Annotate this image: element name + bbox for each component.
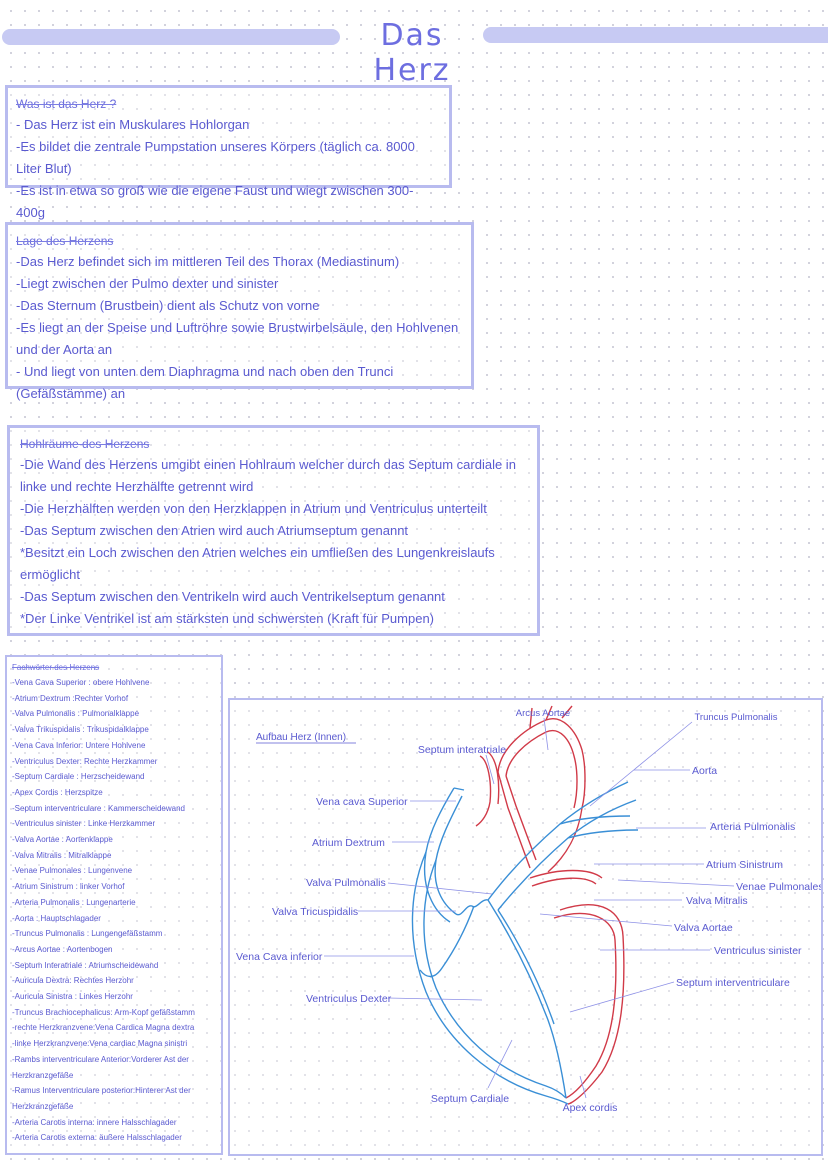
term-line: -Atrium Dextrum :Rechter Vorhof xyxy=(12,693,129,703)
text-line: *Der Linke Ventrikel ist am stärksten un… xyxy=(20,611,435,626)
term-line: -Rambs interventriculare Anterior:Vorder… xyxy=(12,1054,189,1080)
section-heading: Hohlräume des Herzens xyxy=(20,437,150,451)
label-septum-interventriculare: Septum interventriculare xyxy=(676,977,790,989)
section-was-ist-das-herz: Was ist das Herz ? - Das Herz ist ein Mu… xyxy=(5,85,452,220)
term-line: -Valva Mitralis : Mitralklappe xyxy=(12,850,112,860)
text-line: -Die Wand des Herzens umgibt einen Hohlr… xyxy=(20,457,516,494)
section-lage-des-herzens: Lage des Herzens -Das Herz befindet sich… xyxy=(5,222,474,401)
heart-diagram: Aufbau Herz (Innen) xyxy=(236,705,821,1114)
label-valva-aortae: Valva Aortae xyxy=(674,922,733,934)
label-arcus-aortae: Arcus Aortae xyxy=(516,708,570,719)
term-line: -Atrium Sinistrum : linker Vorhof xyxy=(12,882,125,892)
label-valva-pulmonalis: Valva Pulmonalis xyxy=(306,877,386,889)
title-bar-left xyxy=(2,29,340,45)
term-line: -Septum interventriculare : Kammerscheid… xyxy=(12,803,185,813)
page-title: Das Herz xyxy=(373,18,451,88)
text-line: -Es bildet die zentrale Pumpstation unse… xyxy=(16,139,415,176)
term-line: -Vena Cava Inferior: Untere Hohlvene xyxy=(12,740,146,750)
leader-septum-interventriculare xyxy=(569,981,675,1013)
diagram-title: Aufbau Herz (Innen) xyxy=(256,732,346,743)
term-line: -Auricula Sinistra : Linkes Herzohr xyxy=(12,992,133,1002)
label-atrium-sinistrum: Atrium Sinistrum xyxy=(706,859,783,871)
left-heart-outline xyxy=(475,705,625,1105)
term-line: -Arteria Carotis externa: äußere Halssch… xyxy=(12,1133,182,1143)
term-line: -Septum Interatriale : Atriumscheidewand xyxy=(12,960,159,970)
text-line: -Das Septum zwischen den Ventrikeln wird… xyxy=(20,589,445,604)
term-line: -Truncus Pulmonalis : Lungengefäßstamm xyxy=(12,929,163,939)
term-line: -Ventriculus sinister : Linke Herzkammer xyxy=(12,819,156,829)
leader-apex-cordis xyxy=(579,1075,587,1099)
section-fachwoerter: Fachwörter des Herzens -Vena Cava Superi… xyxy=(5,655,223,1155)
leader-venae-pulmonales xyxy=(617,879,735,887)
text-line: -Das Sternum (Brustbein) dient als Schut… xyxy=(16,298,320,313)
term-line: -Truncus Brachiocephalicus: Arm-Kopf gef… xyxy=(12,1007,195,1017)
section-hohlraeume-des-herzens: Hohlräume des Herzens -Die Wand des Herz… xyxy=(7,425,540,636)
term-line: -Arteria Pulmonalis : Lungenarterie xyxy=(12,897,136,907)
term-line: -Aorta : Hauptschlagader xyxy=(12,913,101,923)
section-heading: Lage des Herzens xyxy=(16,234,114,248)
leader-septum-cardiale xyxy=(487,1039,513,1089)
section-heading: Fachwörter des Herzens xyxy=(12,663,100,672)
leader-valva-pulmonalis xyxy=(387,882,493,895)
term-line: -Venae Pulmonales : Lungenvene xyxy=(12,866,133,876)
term-line: -Ramus Interventriculare posterior:Hinte… xyxy=(12,1086,191,1111)
term-line: -Ventriculus Dexter: Rechte Herzkammer xyxy=(12,756,158,766)
term-line: -Auricula Dextra: Rechtes Herzohr xyxy=(12,976,134,986)
label-valva-tricuspidalis: Valva Tricuspidalis xyxy=(272,906,358,918)
term-line: -Vena Cava Superior : obere Hohlvene xyxy=(12,678,150,687)
label-leader-lines xyxy=(324,717,735,1099)
label-valva-mitralis: Valva Mitralis xyxy=(686,895,748,907)
label-aorta: Aorta xyxy=(692,765,717,777)
term-line: -Valva Trikuspidalis : Trikuspidalklappe xyxy=(12,725,149,735)
section-heading: Was ist das Herz ? xyxy=(16,97,117,111)
term-line: -Arcus Aortae : Aortenbogen xyxy=(12,944,113,954)
label-ventriculus-sinister: Ventriculus sinister xyxy=(714,945,802,957)
text-line: -Das Septum zwischen den Atrien wird auc… xyxy=(20,523,409,538)
label-apex-cordis: Apex cordis xyxy=(563,1102,618,1114)
label-vena-cava-superior: Vena cava Superior xyxy=(316,796,408,808)
term-line: -Valva Aortae : Aortenklappe xyxy=(12,835,113,845)
text-line: -Die Herzhälften werden von den Herzklap… xyxy=(20,501,487,516)
term-line: -linke Herzkranzvene:Vena cardiac Magna … xyxy=(12,1039,188,1049)
text-line: -Liegt zwischen der Pulmo dexter und sin… xyxy=(16,276,279,291)
label-ventriculus-dexter: Ventriculus Dexter xyxy=(306,993,392,1005)
leader-valva-aortae xyxy=(539,913,673,927)
text-line: - Das Herz ist ein Muskulares Hohlorgan xyxy=(16,117,250,132)
title-bar-right xyxy=(483,27,828,43)
term-line: -Apex Cordis : Herzspitze xyxy=(12,787,103,797)
label-septum-interatriale: Septum interatriale xyxy=(418,744,506,756)
term-line: -Arteria Carotis interna: innere Halssch… xyxy=(12,1117,177,1127)
term-line: -rechte Herzkranzvene:Vena Cardica Magna… xyxy=(12,1023,195,1033)
leader-truncus-pulmonalis xyxy=(589,721,693,807)
right-heart-outline xyxy=(411,781,639,1105)
label-septum-cardiale: Septum Cardiale xyxy=(431,1093,509,1105)
text-line: -Das Herz befindet sich im mittleren Tei… xyxy=(16,254,400,269)
leader-arcus-aortae xyxy=(543,717,549,751)
text-line: -Es liegt an der Speise und Luftröhre so… xyxy=(16,320,459,357)
text-line: - Und liegt von unten dem Diaphragma und… xyxy=(16,364,394,401)
text-line: *Besitzt ein Loch zwischen den Atrien we… xyxy=(20,545,495,582)
text-line: -Es ist in etwa so groß wie die eigene F… xyxy=(16,183,414,220)
label-truncus-pulmonalis: Truncus Pulmonalis xyxy=(694,712,777,723)
heart-diagram-panel: Aufbau Herz (Innen) xyxy=(228,698,823,1156)
term-line: -Valva Pulmonalis : Pulmonalklappe xyxy=(12,709,140,719)
leader-ventriculus-dexter xyxy=(387,997,483,1001)
label-venae-pulmonales: Venae Pulmonales xyxy=(736,881,821,893)
label-atrium-dextrum: Atrium Dextrum xyxy=(312,837,385,849)
label-arteria-pulmonalis: Arteria Pulmonalis xyxy=(710,821,795,833)
leader-septum-interatriale xyxy=(485,754,495,785)
label-vena-cava-inferior: Vena Cava inferior xyxy=(236,951,323,963)
term-line: -Septum Cardiale : Herzscheidewand xyxy=(12,772,145,782)
